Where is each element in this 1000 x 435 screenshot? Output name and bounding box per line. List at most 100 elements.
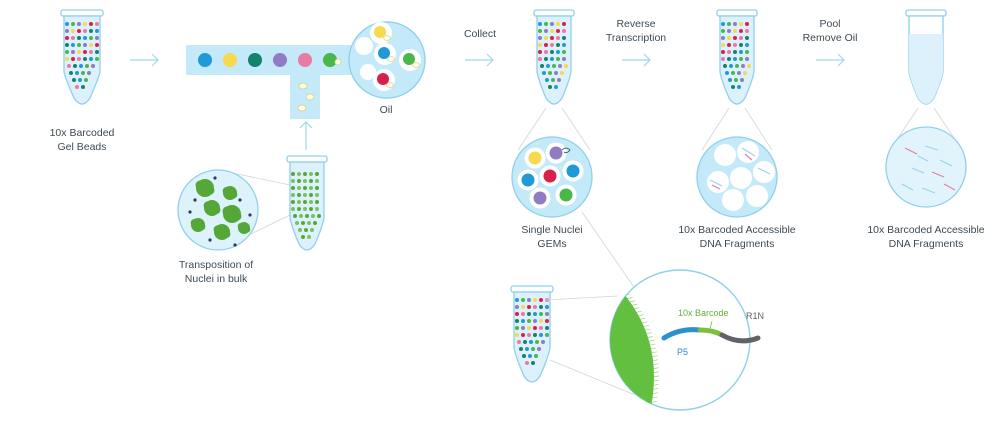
dot <box>544 22 548 26</box>
oligo-hair <box>600 269 605 270</box>
gem-bead <box>543 169 557 183</box>
dot <box>77 36 81 40</box>
dot <box>65 29 69 33</box>
dot <box>527 305 531 309</box>
dot <box>562 22 566 26</box>
dot <box>743 71 747 75</box>
dot <box>527 312 531 316</box>
dot <box>747 64 751 68</box>
dot <box>562 43 566 47</box>
dot <box>538 22 542 26</box>
empty-droplet <box>360 64 376 80</box>
dot <box>745 50 749 54</box>
dot <box>548 71 552 75</box>
dot <box>517 340 521 344</box>
dot <box>544 29 548 33</box>
dot <box>556 22 560 26</box>
dot <box>525 361 529 365</box>
dot <box>556 29 560 33</box>
dot <box>544 57 548 61</box>
dot <box>307 235 311 239</box>
dot <box>528 354 532 358</box>
dot <box>297 200 301 204</box>
dot <box>89 36 93 40</box>
dot <box>315 207 319 211</box>
dot <box>721 57 725 61</box>
dna-fragment <box>709 179 723 187</box>
droplet <box>714 144 736 166</box>
dna-fragment <box>904 147 918 155</box>
oligo-hair <box>634 307 640 310</box>
dot <box>75 85 79 89</box>
gem-bead <box>559 188 573 202</box>
dot <box>72 78 76 82</box>
dot <box>562 36 566 40</box>
pooled-tube <box>905 9 947 105</box>
dot <box>721 29 725 33</box>
nucleus-lobe <box>195 180 206 191</box>
dot <box>309 172 313 176</box>
dot <box>562 50 566 54</box>
dna-fragment <box>921 187 936 194</box>
dot <box>89 57 93 61</box>
oligo-hair <box>653 375 660 378</box>
dot <box>65 57 69 61</box>
dot <box>734 78 738 82</box>
label-fragments-right-2: DNA Fragments <box>889 238 964 250</box>
dot <box>71 57 75 61</box>
dot <box>737 85 741 89</box>
dot <box>83 57 87 61</box>
dot <box>733 22 737 26</box>
dot <box>522 354 526 358</box>
dot <box>564 64 568 68</box>
dot <box>745 29 749 33</box>
gel-bead-dots <box>65 22 99 89</box>
dot <box>534 354 538 358</box>
dot <box>548 85 552 89</box>
dot <box>545 319 549 323</box>
dot <box>65 43 69 47</box>
p5-segment <box>661 327 703 341</box>
dot <box>721 43 725 47</box>
dot <box>556 43 560 47</box>
dot <box>523 340 527 344</box>
rt-dots <box>721 22 751 89</box>
nucleus-lobe <box>222 206 233 217</box>
dot <box>95 36 99 40</box>
dot <box>293 214 297 218</box>
oligo-hair <box>616 284 622 286</box>
nucleus-lobe <box>213 225 223 235</box>
oligo-hair <box>643 325 649 327</box>
dot <box>311 214 315 218</box>
transposase <box>238 198 242 202</box>
nucleus-lobe <box>205 185 215 195</box>
nucleus <box>334 58 342 66</box>
dot <box>309 207 313 211</box>
nucleus <box>412 62 420 68</box>
dot <box>737 71 741 75</box>
dot <box>515 326 519 330</box>
transposase <box>233 243 237 247</box>
single-nuclei-gems-circle <box>511 136 593 218</box>
dot <box>539 312 543 316</box>
oligo-hair <box>651 400 657 403</box>
channel-bead <box>248 53 262 67</box>
gem-bead <box>566 164 580 178</box>
gem-bead <box>374 26 386 38</box>
empty-droplets <box>707 141 775 211</box>
nucleus-lobe <box>190 219 199 227</box>
dot <box>545 78 549 82</box>
arrow-right-icon <box>130 53 159 67</box>
dna-fragment <box>711 184 721 190</box>
dna-fragment <box>939 159 953 167</box>
dot <box>745 57 749 61</box>
channel-bead <box>223 53 237 67</box>
nuclei-cluster <box>188 176 252 247</box>
oligo-hair <box>642 321 648 324</box>
gel-bead-tube-bottom <box>510 285 554 383</box>
dot <box>315 172 319 176</box>
dot <box>550 22 554 26</box>
oligo-hair <box>653 367 659 370</box>
dot <box>546 64 550 68</box>
